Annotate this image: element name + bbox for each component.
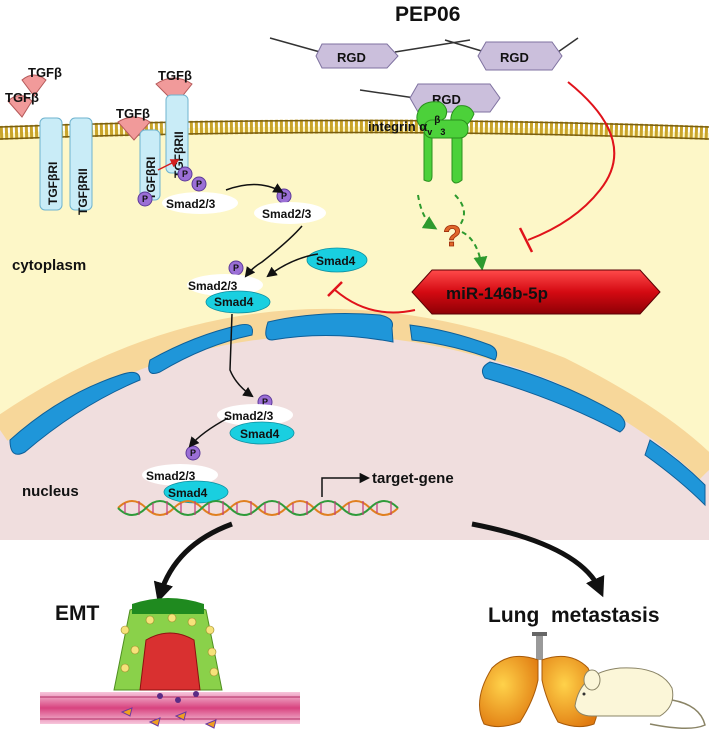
svg-text:P: P bbox=[142, 194, 148, 204]
mouse-illustration bbox=[574, 667, 706, 729]
rgd-peptide-2: RGD bbox=[444, 37, 579, 71]
svg-text:P: P bbox=[281, 191, 287, 201]
inhibition-pep06-to-mirna bbox=[527, 81, 616, 241]
inhibition-mirna-to-smad4 bbox=[334, 289, 416, 314]
lung-metastasis-label: Lung metastasis bbox=[488, 604, 660, 627]
integrin-receptor bbox=[416, 101, 475, 184]
smad23-label-2: Smad2/3 bbox=[262, 207, 312, 221]
tgfb-label-2: TGFβ bbox=[5, 90, 39, 105]
smad23-label-4: Smad2/3 bbox=[224, 409, 274, 423]
target-gene-label: target-gene bbox=[372, 470, 454, 487]
dna-helix bbox=[117, 500, 399, 516]
tgfb-label-4: TGFβ bbox=[116, 106, 150, 121]
rgd-label-1: RGD bbox=[337, 50, 366, 65]
smad4-blobs bbox=[163, 247, 368, 504]
tgfb-receptors bbox=[39, 94, 189, 211]
green-dashed-arrow-2 bbox=[461, 231, 488, 271]
unknown-mediator-symbol: ? bbox=[443, 220, 461, 253]
tgfbr1-label-2: TGFβRI bbox=[144, 157, 158, 200]
phosphate-groups bbox=[137, 166, 292, 461]
tgfb-label-1: TGFβ bbox=[28, 65, 62, 80]
rgd-label-2: RGD bbox=[500, 50, 529, 65]
smad4-label-2: Smad4 bbox=[214, 295, 254, 309]
smad23-label-1: Smad2/3 bbox=[166, 197, 216, 211]
smad23-label-5: Smad2/3 bbox=[146, 469, 196, 483]
smad4-label-1: Smad4 bbox=[316, 254, 356, 268]
svg-text:P: P bbox=[190, 448, 196, 458]
tgfb-ligands bbox=[7, 74, 193, 141]
rgd-peptide-1: RGD bbox=[269, 37, 471, 69]
phosphate-labels: P P P P P P P bbox=[142, 169, 287, 458]
arrow-to-lung-metastasis bbox=[471, 521, 605, 598]
svg-text:P: P bbox=[196, 179, 202, 189]
title: PEP06 bbox=[395, 3, 460, 26]
svg-text:P: P bbox=[182, 169, 188, 179]
nucleus-label: nucleus bbox=[22, 483, 79, 500]
integrin-label: integrin αvβ3 bbox=[368, 115, 445, 137]
tgfbr1-label-1: TGFβRI bbox=[46, 162, 60, 205]
smad4-label-3: Smad4 bbox=[240, 427, 280, 441]
plasma-membrane bbox=[0, 119, 709, 140]
nuclear-envelope-segments bbox=[9, 313, 706, 507]
tgfbr2-label-1: TGFβRII bbox=[76, 168, 90, 215]
svg-text:P: P bbox=[233, 263, 239, 273]
emt-tumor-illustration bbox=[40, 598, 300, 729]
smad23-label-3: Smad2/3 bbox=[188, 279, 238, 293]
tgfb-label-3: TGFβ bbox=[158, 68, 192, 83]
smad23-blobs bbox=[142, 192, 326, 486]
mirna-146b-5p: miR-146b-5p bbox=[411, 269, 661, 315]
cytoplasm-label: cytoplasm bbox=[12, 257, 86, 274]
green-dashed-arrow-1 bbox=[417, 194, 438, 230]
mirna-label: miR-146b-5p bbox=[446, 284, 548, 303]
pathway-arrows bbox=[188, 183, 371, 497]
smad4-label-4: Smad4 bbox=[168, 486, 208, 500]
emt-label: EMT bbox=[55, 602, 100, 625]
svg-text:P: P bbox=[262, 397, 268, 407]
arrow-to-emt bbox=[153, 521, 233, 603]
